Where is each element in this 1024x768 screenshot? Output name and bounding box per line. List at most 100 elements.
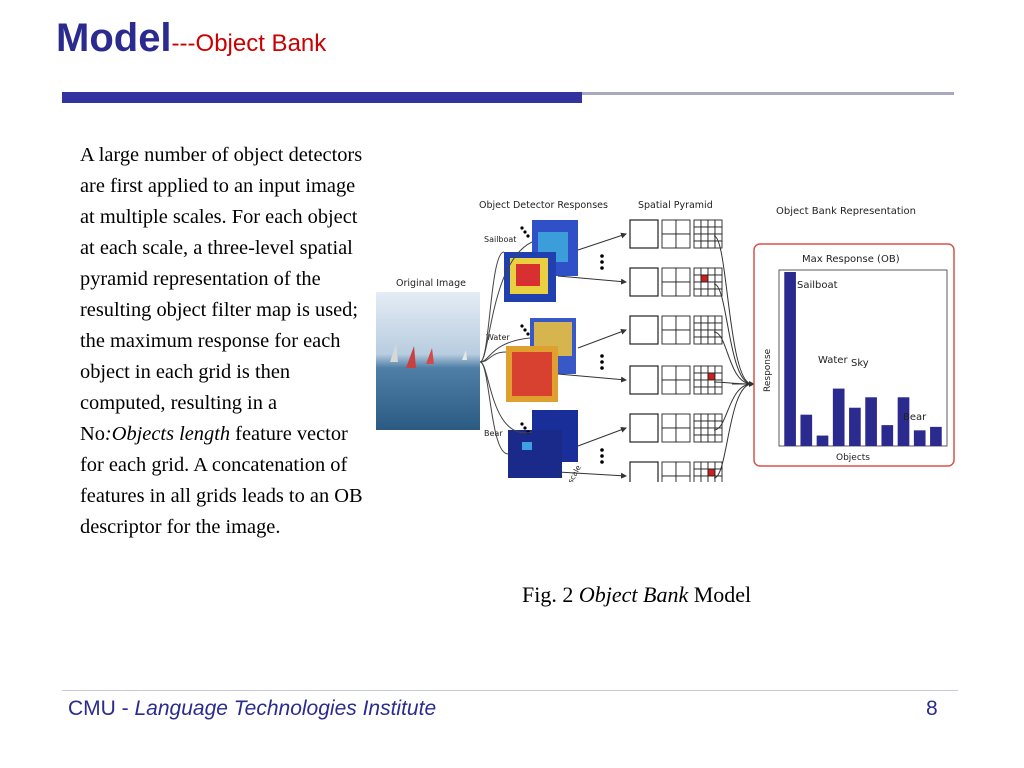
spatial-pyramid-label: Spatial Pyramid [638, 200, 713, 211]
pyramid-cell [661, 233, 677, 249]
pyramid-cell [661, 413, 677, 429]
pyramid-cell [675, 281, 691, 297]
pyramid-cell [707, 434, 716, 443]
pyramid-cell [707, 461, 716, 470]
pyramid-cell [693, 219, 702, 228]
pyramid-cell [714, 315, 723, 324]
pyramid-cell [707, 386, 716, 395]
row-label-bear: Bear [484, 429, 503, 438]
pyramid-cell [693, 274, 702, 283]
heatmap-sailboat [504, 220, 578, 302]
pyramid-cell [714, 365, 723, 374]
pyramid-cell [714, 372, 723, 381]
pyramid-cell [629, 267, 659, 297]
pyramid-cell [693, 226, 702, 235]
chart-bar [913, 430, 926, 446]
chart-bar [816, 435, 829, 446]
pyramid-cell [700, 379, 709, 388]
body-text-part2: feature vector for each grid. A concaten… [80, 423, 363, 538]
pyramid-cell [700, 427, 709, 436]
pyramid-cell [700, 267, 709, 276]
pyramid-arrow [557, 373, 627, 383]
pyramid-cell [714, 219, 723, 228]
pyramid-cell [700, 461, 709, 470]
pyramid-cell [693, 322, 702, 331]
pyramid-cell [693, 240, 702, 249]
chart-bars [784, 272, 942, 446]
footer-org: CMU - Language Technologies Institute [68, 697, 436, 721]
pyramid-cell [675, 461, 691, 477]
pyramid-cell [661, 475, 677, 482]
pyramid-cell [693, 434, 702, 443]
row-label-sailboat: Sailboat [484, 235, 516, 244]
pyramid-cell [707, 329, 716, 338]
pyramid-grid [629, 219, 723, 482]
pyramid-cell [700, 434, 709, 443]
chart-bar [865, 397, 877, 446]
pyramid-cell [707, 240, 716, 249]
pyramid-cell [693, 468, 702, 477]
original-image-label: Original Image [396, 278, 466, 289]
pyramid-cell [707, 322, 716, 331]
pyramid-cell [661, 315, 677, 331]
pyramid-cell [707, 281, 716, 290]
pyramid-cell [714, 226, 723, 235]
pyramid-cell [700, 315, 709, 324]
caption-italic: Object Bank [578, 582, 689, 607]
pyramid-cell [693, 336, 702, 345]
pyramid-cell [714, 475, 723, 482]
pyramid-cell [693, 475, 702, 482]
pyramid-cell [707, 475, 716, 482]
pyramid-cell [661, 461, 677, 477]
footer-divider [62, 690, 958, 691]
pyramid-cell [675, 365, 691, 381]
pyramid-cell [693, 413, 702, 422]
pyramid-cell [675, 233, 691, 249]
pyramid-cell [661, 379, 677, 395]
pyramid-cell [714, 274, 723, 283]
vertical-ellipsis-1 [520, 226, 530, 238]
pyramid-cell [700, 233, 709, 242]
pyramid-cell [661, 427, 677, 443]
pyramid-cell [700, 468, 709, 477]
pyramid-arrow [557, 471, 627, 479]
pyramid-cell [707, 233, 716, 242]
pyramid-cell [700, 288, 709, 297]
pyramid-cell [700, 336, 709, 345]
pyramid-cell [700, 372, 709, 381]
pyramid-cell [629, 365, 659, 395]
pyramid-cell [700, 281, 709, 290]
pyramid-cell [707, 427, 716, 436]
pyramid-cell [707, 365, 716, 374]
page-number: 8 [926, 697, 938, 720]
merge-lines [713, 235, 755, 479]
pyramid-cell [693, 386, 702, 395]
caption-prefix: Fig. 2 [522, 582, 579, 607]
chart-bar [881, 425, 894, 446]
title-subtitle: ---Object Bank [171, 30, 327, 57]
pyramid-cell [629, 413, 659, 443]
pyramid-cell [693, 461, 702, 470]
pyramid-cell [661, 219, 677, 235]
title-underline-rule [582, 92, 954, 95]
pyramid-cell [700, 475, 709, 482]
footer-institute: Language Technologies Institute [134, 697, 437, 720]
footer-org-name: CMU - [68, 697, 135, 720]
pyramid-cell [700, 365, 709, 374]
chart-plot-area [778, 269, 948, 447]
pyramid-cell [700, 420, 709, 429]
pyramid-cell [714, 379, 723, 388]
pyramid-arrow [557, 275, 627, 285]
title-main: Model [56, 16, 172, 60]
pyramid-cell [707, 468, 716, 477]
heatmap-bear [508, 410, 578, 478]
pyramid-arrow [577, 328, 627, 349]
pyramid-cell [707, 379, 716, 388]
pyramid-cell [707, 336, 716, 345]
body-text-part1: A large number of object detectors are f… [80, 144, 363, 445]
pyramid-cell [700, 274, 709, 283]
pyramid-cell [675, 427, 691, 443]
row-label-water: Water [486, 333, 510, 342]
chart-bar [849, 407, 861, 446]
pyramid-cell [693, 281, 702, 290]
